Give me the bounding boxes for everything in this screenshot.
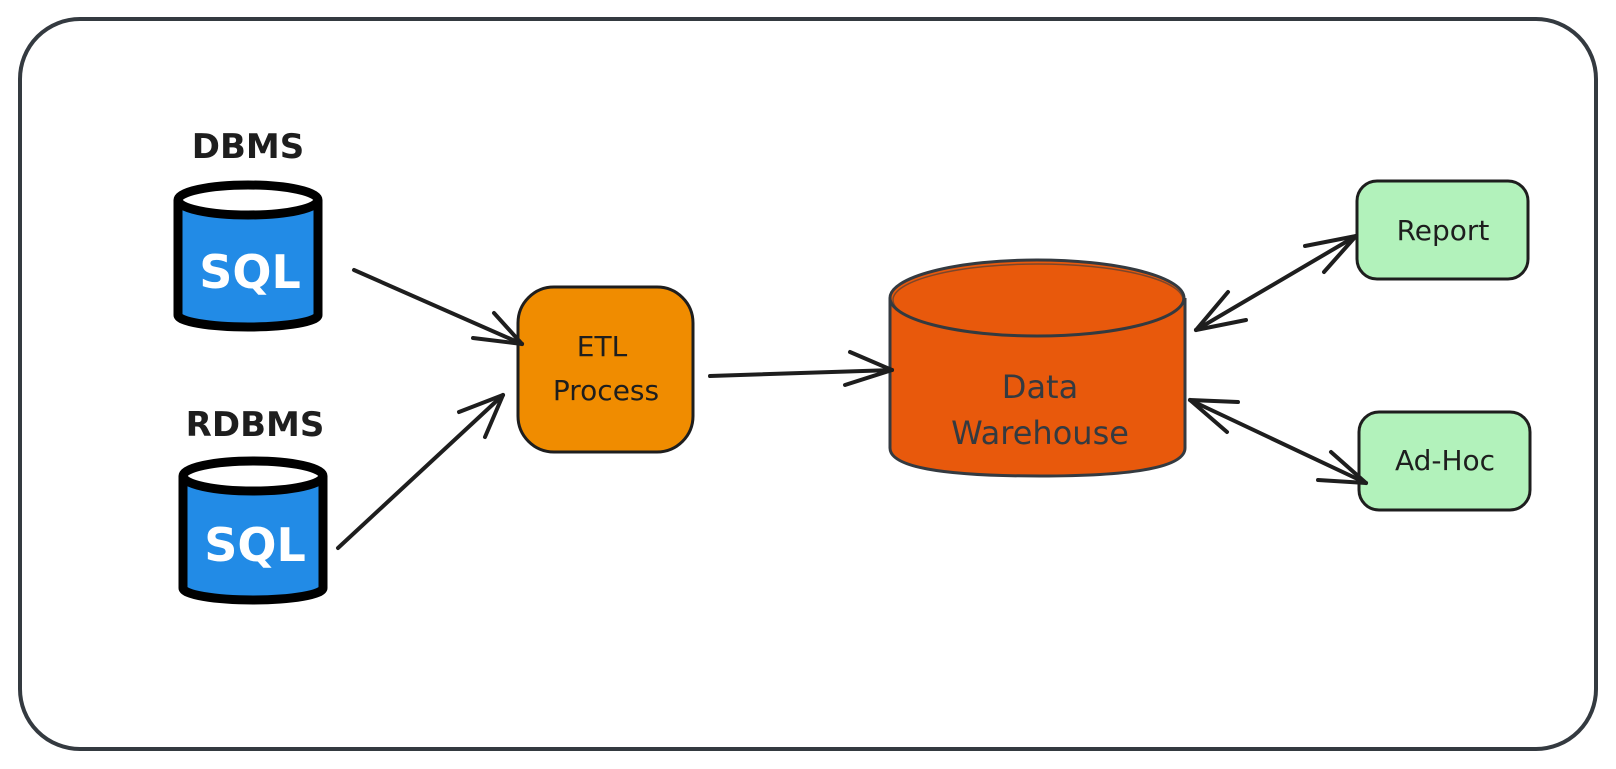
arrow-etl-to-warehouse [708,350,894,387]
warehouse-label-line2: Warehouse [951,414,1129,452]
warehouse-label-line1: Data [1002,368,1078,406]
etl-process-box[interactable]: ETL Process [516,285,695,454]
arrow-rdbms-to-etl [336,393,505,550]
report-box[interactable]: Report [1355,179,1530,281]
etl-label-line2: Process [553,374,659,407]
report-label: Report [1397,214,1490,247]
adhoc-label: Ad-Hoc [1395,444,1495,477]
sql-icon-label: SQL [199,245,301,299]
sql-database-icon: SQL [173,180,323,332]
source-dbms-title: DBMS [192,127,304,167]
etl-label-line1: ETL [577,330,628,363]
source-rdbms-title: RDBMS [186,405,325,445]
data-warehouse-cylinder[interactable]: Data Warehouse [888,258,1187,478]
adhoc-box[interactable]: Ad-Hoc [1357,410,1532,512]
sql-database-icon: SQL [178,456,328,605]
arrow-warehouse-adhoc [1188,398,1368,485]
arrow-dbms-to-etl [352,268,524,346]
source-rdbms[interactable]: RDBMS SQL [178,405,328,605]
outer-frame [18,17,1598,751]
sql-icon-label: SQL [204,518,306,572]
arrow-warehouse-report [1194,234,1358,332]
source-dbms[interactable]: DBMS SQL [173,127,323,332]
